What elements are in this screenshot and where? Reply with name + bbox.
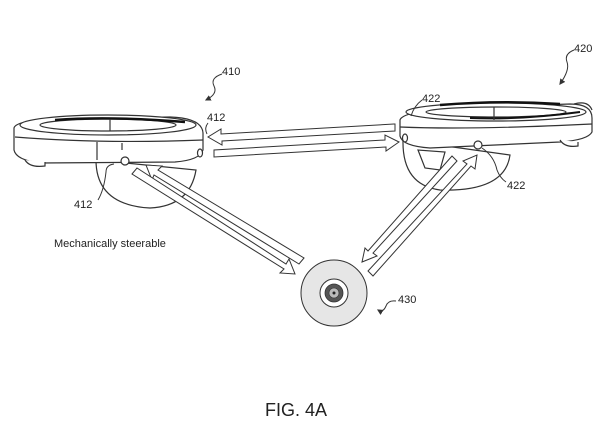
ref-412-top-label: 412 — [207, 112, 226, 124]
ref-422-top-label: 422 — [422, 93, 441, 105]
ref-410-label: 410 — [222, 66, 241, 78]
leader-420 — [559, 49, 575, 85]
leader-410 — [204, 73, 223, 101]
link-410-420 — [207, 123, 400, 158]
arrow-420-to-430 — [361, 155, 458, 263]
sensor-422-front — [473, 140, 483, 150]
mechanically-steerable-note: Mechanically steerable — [54, 238, 166, 250]
leader-422-bottom — [481, 147, 507, 183]
arrow-430-to-410 — [145, 164, 305, 265]
sensor-412-front — [120, 156, 130, 166]
ref-412-bottom-label: 412 — [74, 199, 93, 211]
sensor-412-side — [196, 148, 204, 158]
link-420-430 — [361, 154, 478, 277]
headset-420 — [399, 100, 593, 191]
sensor-422-side — [401, 133, 409, 143]
arrow-430-to-420 — [367, 154, 478, 277]
arrow-420-to-410 — [207, 123, 396, 146]
figure-caption: FIG. 4A — [265, 400, 328, 420]
ref-430-label: 430 — [398, 294, 417, 306]
leader-412-bottom — [97, 163, 115, 201]
arrow-410-to-420 — [213, 134, 400, 158]
beacon-430 — [300, 259, 368, 327]
leader-422-top — [410, 99, 423, 117]
link-410-430 — [131, 164, 305, 275]
leader-430 — [376, 300, 397, 316]
ref-420-label: 420 — [574, 43, 593, 55]
arrow-410-to-430 — [131, 167, 296, 275]
headset-410 — [13, 114, 204, 209]
leader-412-top — [205, 122, 209, 135]
ref-422-bottom-label: 422 — [507, 180, 526, 192]
